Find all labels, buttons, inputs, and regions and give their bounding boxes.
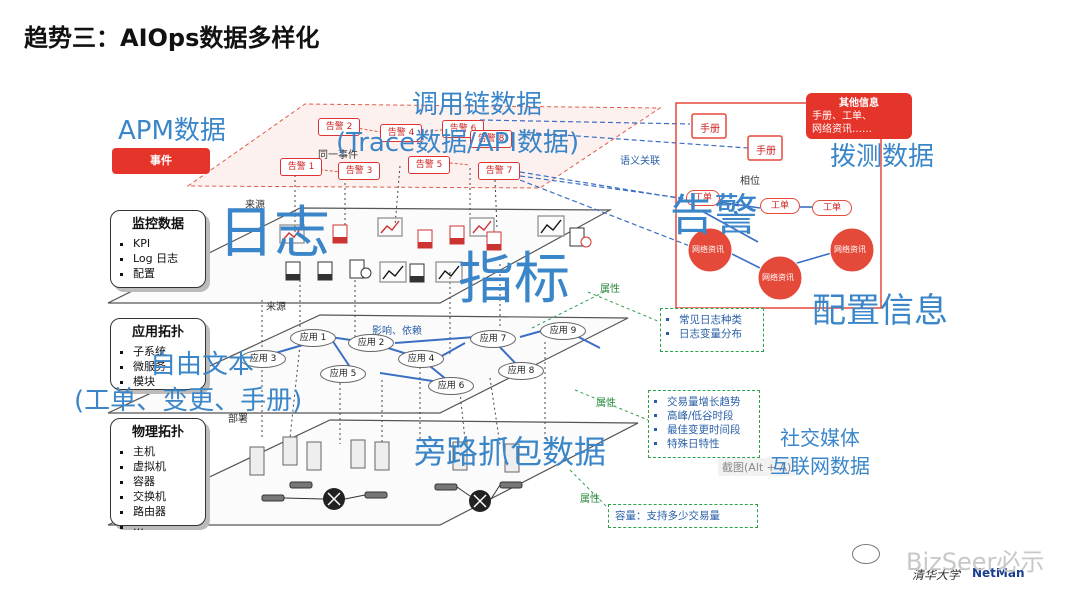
influence-label: 影响、依赖 [372, 326, 422, 337]
log-doc-icons [285, 224, 592, 283]
web-label: 网络资讯 [762, 273, 794, 282]
log-label: 日志 [218, 201, 330, 266]
web-label: 网络资讯 [834, 245, 866, 254]
alert-chip: 告警 4 [380, 124, 422, 142]
metric-label: 指标 [458, 247, 570, 312]
freetext-sublabel: (工单、变更、手册) [74, 386, 303, 416]
phystopo-item: 主机 [133, 444, 197, 459]
deploy-label: 部署 [228, 414, 248, 425]
watermark: BizSeer必示 [906, 548, 1045, 576]
book-icons [691, 113, 783, 161]
alert-link-label: 同一事件 [318, 150, 358, 161]
vertical-links [261, 165, 546, 448]
attr-metric-item: 交易量增长趋势 [667, 395, 753, 409]
config-info-label: 配置信息 [812, 291, 948, 331]
alert-chip: 告警 1 [280, 158, 322, 176]
monitor-data-title: 监控数据 [131, 217, 184, 232]
phystopo-item: 路由器 [133, 504, 197, 519]
app-node: 应用 8 [498, 362, 544, 380]
attr-label: 属性 [596, 398, 616, 409]
monitor-item: KPI [133, 236, 197, 251]
attr-log-item: 常见日志种类 [679, 313, 757, 327]
app-topology-title: 应用拓扑 [131, 325, 184, 340]
source-label: 来源 [266, 302, 286, 313]
wechat-icon [852, 544, 880, 564]
attr-metric-box: 交易量增长趋势 高峰/低谷时段 最佳变更时间段 特殊日特性 [648, 390, 760, 458]
app-node: 应用 5 [320, 365, 366, 383]
alarm-label: 告警 [670, 190, 758, 241]
probe-data-label: 拨测数据 [830, 142, 935, 172]
monitor-item: 配置 [133, 266, 197, 281]
app-topology-box: 应用拓扑 子系统 微服务 模块 [110, 318, 206, 390]
app-node: 应用 2 [348, 334, 394, 352]
apm-data-label: APM数据 [118, 116, 226, 146]
server-icons [249, 436, 520, 476]
monitor-item: Log 日志 [133, 251, 197, 266]
ticket-chip: 工单 [686, 190, 720, 206]
other-info-title: 其他信息 [839, 98, 879, 109]
manual-label: 手册 [700, 124, 720, 135]
other-info-panel [675, 102, 882, 309]
app-node: 应用 7 [470, 330, 516, 348]
app-node: 应用 3 [240, 350, 286, 368]
apptopo-item: 子系统 [133, 344, 197, 359]
alert-chip: 告警 7 [478, 162, 520, 180]
monitor-data-box: 监控数据 KPI Log 日志 配置 [110, 210, 206, 288]
attr-metric-item: 高峰/低谷时段 [667, 409, 753, 423]
packet-capture-label: 旁路抓包数据 [414, 433, 607, 471]
attr-capacity-box: 容量：支持多少交易量 [608, 504, 758, 528]
router-icons [323, 488, 491, 512]
attr-log-item: 日志变量分布 [679, 327, 757, 341]
attr-label: 属性 [600, 284, 620, 295]
page-title: 趋势三：AIOps数据多样化 [24, 24, 320, 52]
ticket-chip: 工单 [760, 198, 800, 214]
alert-chip: 告警 8 [470, 130, 512, 148]
other-info-item: 网络资讯…… [812, 124, 872, 135]
phystopo-item: … [133, 519, 197, 534]
attr-links [531, 289, 661, 511]
monitor-plane [107, 207, 613, 304]
attr-metric-item: 最佳变更时间段 [667, 423, 753, 437]
attr-log-box: 常见日志种类 日志变量分布 [660, 308, 764, 352]
phystopo-item: 容器 [133, 474, 197, 489]
ticket-chip: 工单 [812, 200, 852, 216]
metric-chart-icons [279, 217, 495, 244]
alert-chip: 告警 5 [408, 156, 450, 174]
app-node: 应用 9 [540, 322, 586, 340]
phys-links [283, 484, 501, 500]
phys-topology-box: 物理拓扑 主机 虚拟机 容器 交换机 路由器 … [110, 418, 206, 533]
apptopo-item: 模块 [133, 374, 197, 389]
freetext-label: 自由文本 [150, 350, 255, 380]
social-media-label: 社交媒体 [780, 426, 860, 450]
tsinghua-logo: 清华大学 [912, 568, 961, 582]
netman-logo: NetMan [972, 566, 1025, 580]
other-info-badge: 其他信息 手册、工单、 网络资讯…… [806, 93, 912, 139]
app-node: 应用 4 [398, 350, 444, 368]
phystopo-item: 虚拟机 [133, 459, 197, 474]
black-chart-icons [379, 215, 565, 283]
manual-label: 手册 [756, 146, 776, 157]
phystopo-item: 交换机 [133, 489, 197, 504]
semantic-link-label: 语义关联 [620, 156, 660, 167]
trace-data-label: 调用链数据 [412, 90, 543, 120]
source-label: 来源 [245, 200, 265, 211]
attr-label: 属性 [580, 494, 600, 505]
app-node: 应用 1 [290, 329, 336, 347]
alert-chip: 告警 3 [338, 162, 380, 180]
locate-label: 相位 [740, 176, 760, 187]
apptopo-item: 微服务 [133, 359, 197, 374]
screenshot-hint: 截图(Alt + A) [718, 458, 796, 476]
web-label: 网络资讯 [692, 245, 724, 254]
other-info-item: 手册、工单、 [812, 111, 872, 122]
internet-data-label: 互联网数据 [770, 454, 870, 478]
event-badge: 事件 [112, 148, 210, 174]
alert-chip: 告警 2 [318, 118, 360, 136]
app-node: 应用 6 [428, 377, 474, 395]
attr-metric-item: 特殊日特性 [667, 437, 753, 451]
trace-data-sublabel: (Trace数据/API数据) [336, 128, 580, 158]
globe-icons [687, 227, 875, 301]
phys-topology-title: 物理拓扑 [131, 425, 184, 440]
